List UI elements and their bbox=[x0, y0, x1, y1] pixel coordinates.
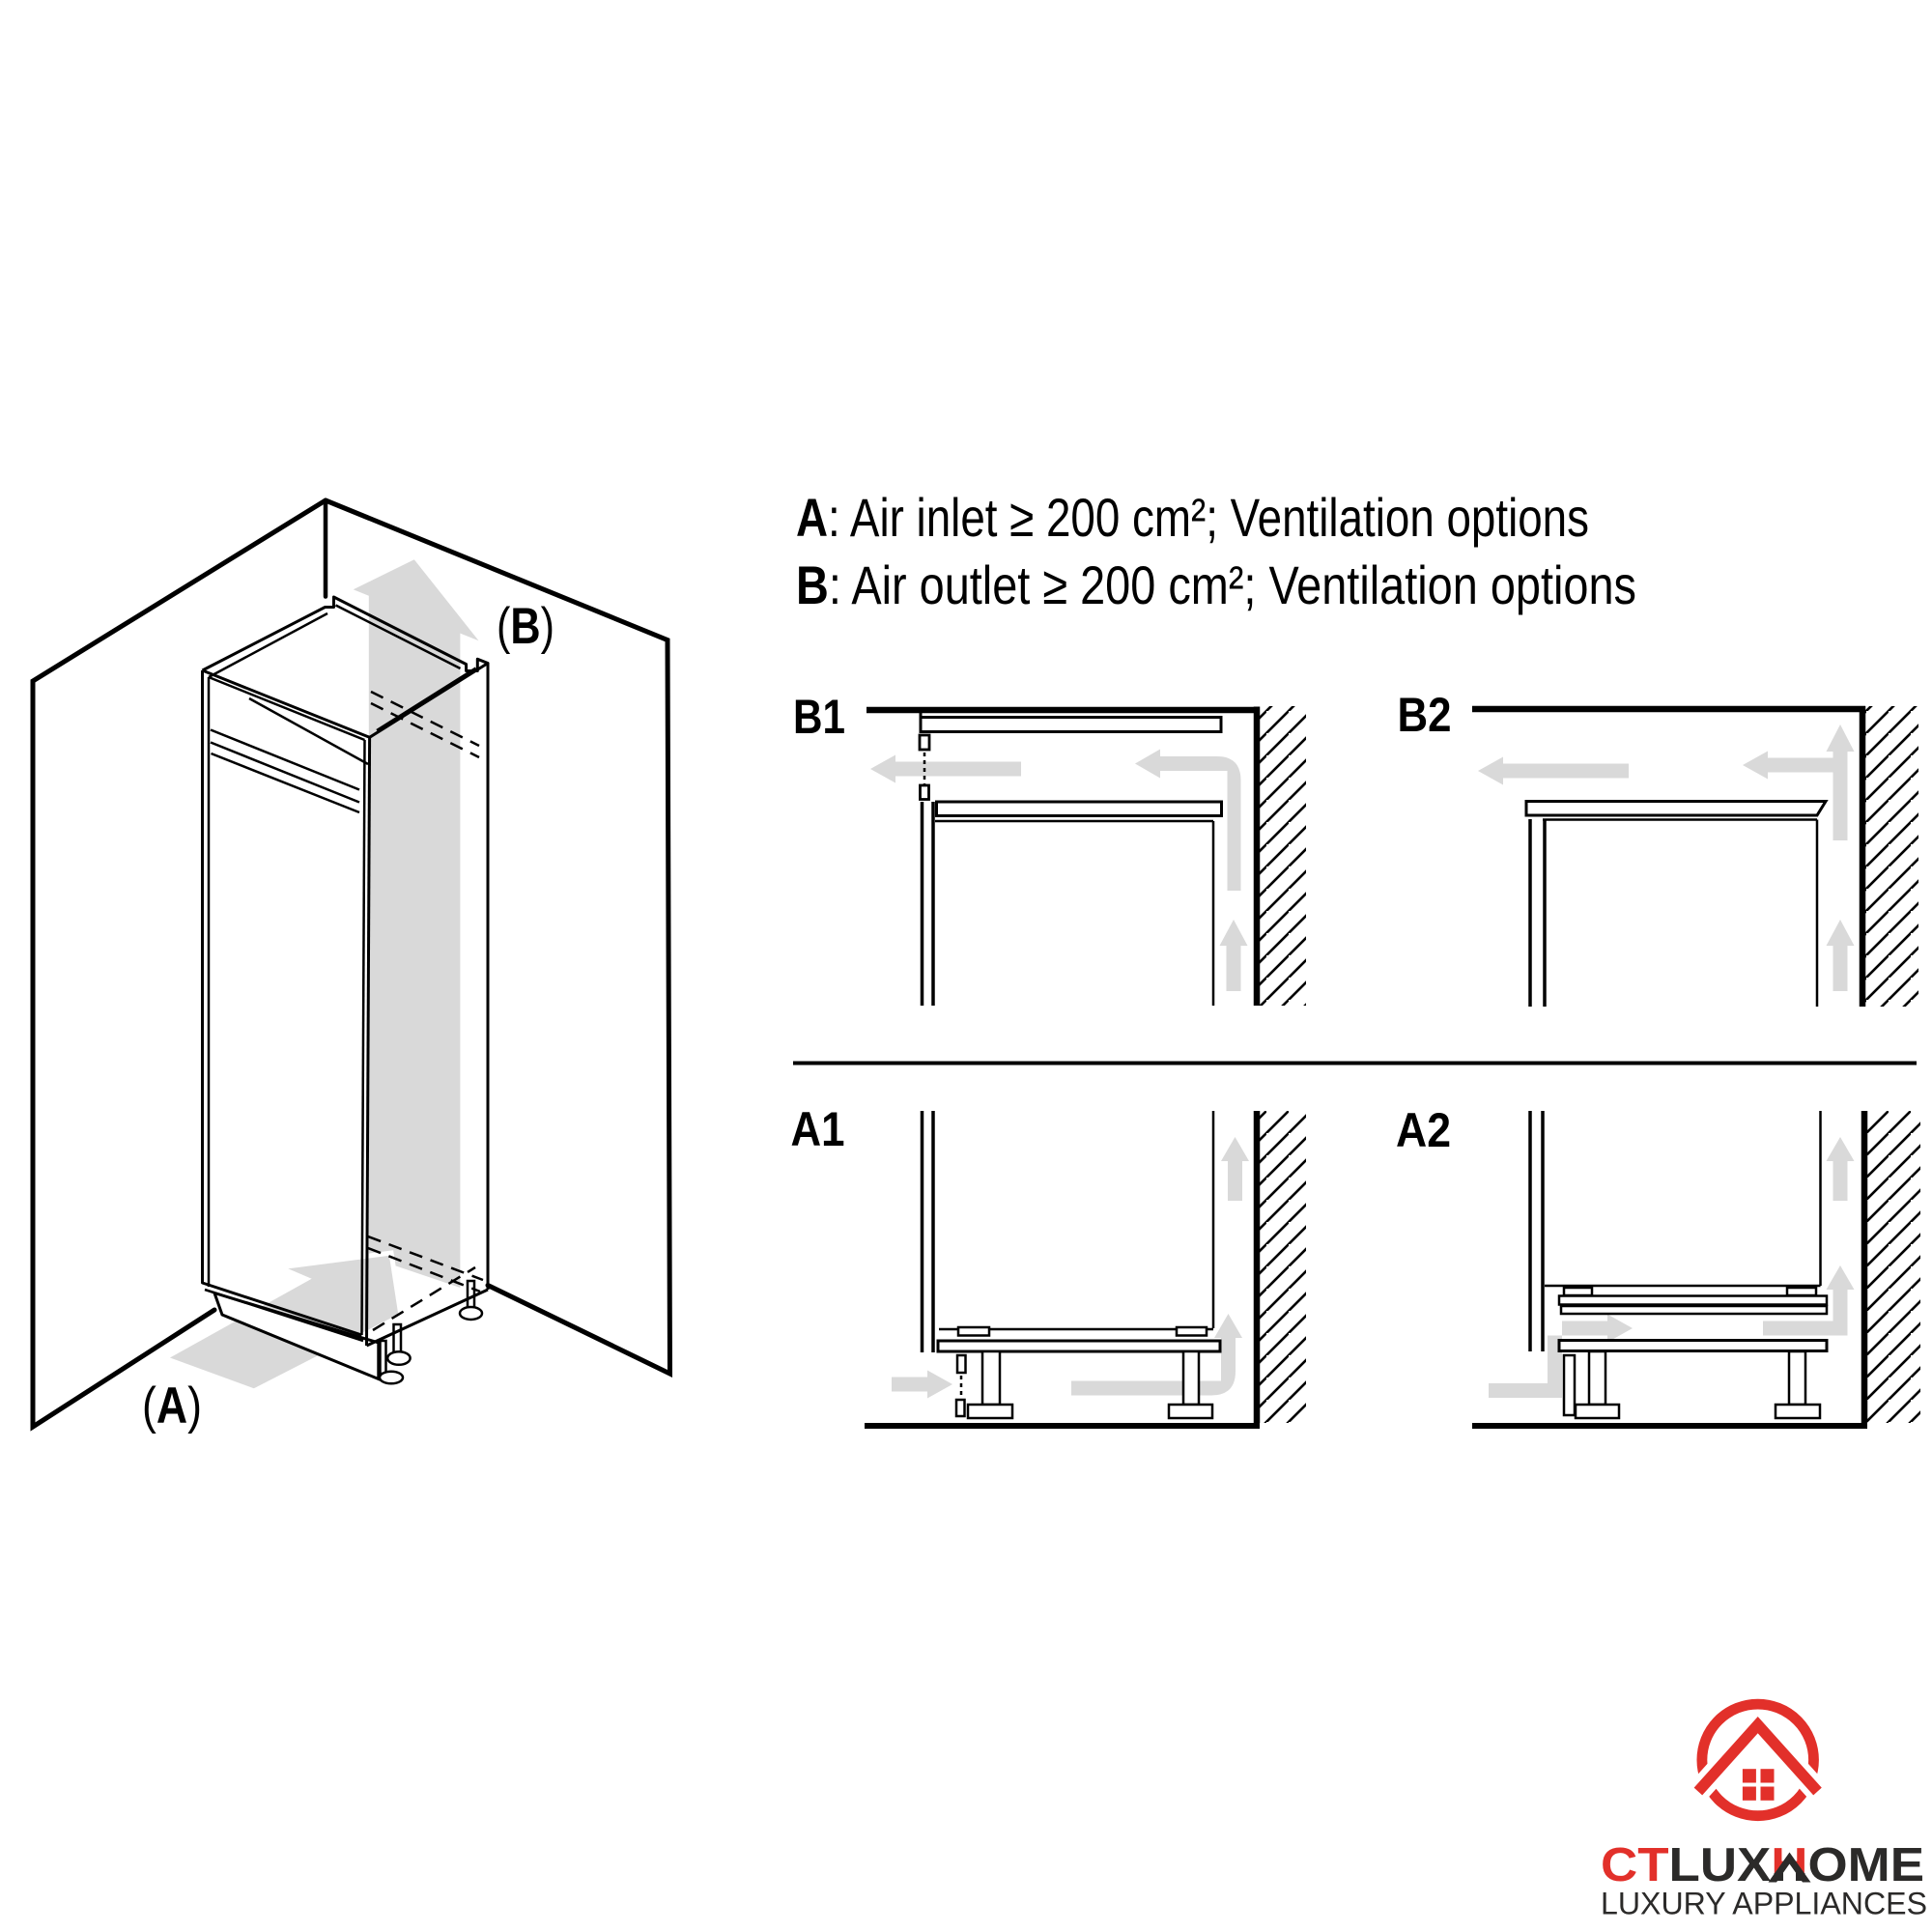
svg-text:LUXURY APPLIANCES: LUXURY APPLIANCES bbox=[1601, 1887, 1927, 1921]
svg-text:(B): (B) bbox=[497, 598, 554, 655]
svg-text:A2: A2 bbox=[1396, 1103, 1451, 1157]
svg-text:B1: B1 bbox=[793, 690, 845, 744]
svg-text:(A): (A) bbox=[142, 1378, 202, 1435]
svg-text:A1: A1 bbox=[791, 1102, 845, 1156]
svg-text:CTLUXHOME: CTLUXHOME bbox=[1601, 1839, 1924, 1891]
svg-text:A: Air inlet ≥ 200 cm²; Ventil: A: Air inlet ≥ 200 cm²; Ventilation opti… bbox=[796, 487, 1589, 548]
svg-text:B2: B2 bbox=[1398, 688, 1452, 742]
svg-text:B: Air outlet ≥ 200 cm²; Venti: B: Air outlet ≥ 200 cm²; Ventilation opt… bbox=[796, 554, 1636, 615]
